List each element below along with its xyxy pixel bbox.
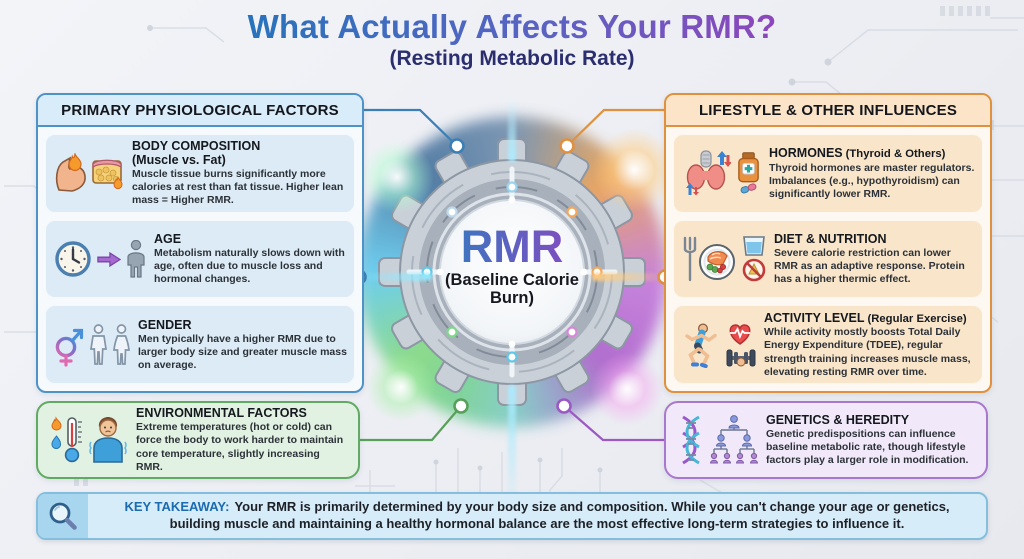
- male-figure-icon: [90, 323, 107, 365]
- page-title: What Actually Affects Your RMR?: [0, 8, 1024, 46]
- panel-lifestyle-other-influences: LIFESTYLE & OTHER INFLUENCES: [664, 93, 992, 393]
- card-body-text: Thyroid hormones are master regulators. …: [769, 161, 975, 200]
- shivering-person-icon: [89, 417, 127, 463]
- card-subtitle: (Thyroid & Others): [845, 147, 946, 160]
- card-title: BODY COMPOSITION: [132, 139, 261, 154]
- card-gender: GENDER Men typically have a higher RMR d…: [45, 305, 355, 385]
- gear-icon: [377, 137, 647, 407]
- beam-top: [508, 96, 516, 162]
- left-panel-header: PRIMARY PHYSIOLOGICAL FACTORS: [38, 95, 362, 127]
- card-title: ENVIRONMENTAL FACTORS: [136, 406, 307, 421]
- clock-icon: [55, 241, 91, 277]
- gender-symbol-icon: [55, 328, 84, 367]
- card-diet-nutrition: DIET & NUTRITION Severe calorie restrict…: [673, 219, 983, 299]
- magnifier-icon: [49, 502, 77, 530]
- flame-icon: [51, 416, 62, 431]
- beam-bottom: [508, 385, 516, 497]
- beam-left: [366, 273, 432, 281]
- takeaway-label: KEY TAKEAWAY:: [124, 499, 230, 515]
- water-glass-icon: [742, 236, 766, 282]
- up-down-arrows-icon: [686, 151, 731, 196]
- female-figure-icon: [113, 323, 130, 365]
- medicine-bottle-icon: [738, 152, 759, 194]
- sparkle-top-left: [360, 140, 434, 214]
- card-body-text: While activity mostly boosts Total Daily…: [764, 326, 971, 378]
- card-body-text: Genetic predispositions can influence ba…: [766, 427, 969, 466]
- card-subtitle: (Muscle vs. Fat): [132, 153, 226, 168]
- card-genetics-heredity: GENETICS & HEREDITY Genetic predispositi…: [664, 401, 988, 479]
- card-title: ACTIVITY LEVEL: [764, 310, 865, 325]
- family-tree-icon: [710, 415, 758, 464]
- water-drop-icon: [51, 435, 62, 449]
- fat-tissue-icon: [92, 159, 123, 190]
- sparkle-bottom-right: [590, 352, 664, 426]
- panel-primary-physiological-factors: PRIMARY PHYSIOLOGICAL FACTORS: [36, 93, 364, 393]
- card-title: DIET & NUTRITION: [774, 231, 887, 246]
- flexed-bicep-icon: [55, 153, 86, 193]
- person-icon: [127, 240, 145, 278]
- card-body-text: Severe calorie restriction can lower RMR…: [774, 246, 965, 286]
- key-takeaway-banner: KEY TAKEAWAY:Your RMR is primarily deter…: [36, 492, 988, 540]
- fork-icon: [683, 236, 697, 282]
- card-environmental-factors: ENVIRONMENTAL FACTORS Extreme temperatur…: [36, 401, 360, 479]
- takeaway-text: Your RMR is primarily determined by your…: [169, 499, 950, 531]
- card-body-text: Extreme temperatures (hot or cold) can f…: [136, 421, 344, 473]
- thyroid-icon: [686, 150, 731, 196]
- card-title: GENDER: [138, 317, 192, 332]
- runner-icon: [685, 323, 717, 368]
- card-activity-level: ACTIVITY LEVEL(Regular Exercise) While a…: [673, 305, 983, 385]
- card-body-text: Men typically have a higher RMR due to l…: [138, 332, 347, 371]
- healthy-plate-icon: [683, 236, 735, 282]
- page-subtitle: (Resting Metabolic Rate): [389, 47, 635, 70]
- card-body-text: Metabolism naturally slows down with age…: [154, 246, 345, 286]
- dumbbell-icon: [726, 349, 756, 367]
- hub-rmr-label: RMR: [432, 224, 592, 269]
- card-title: HORMONES: [769, 145, 843, 160]
- card-body-text: Muscle tissue burns significantly more c…: [132, 168, 344, 207]
- arrow-right-icon: [97, 251, 121, 267]
- dna-icon: [682, 415, 700, 465]
- card-hormones: HORMONES(Thyroid & Others) Thyroid hormo…: [673, 134, 983, 213]
- card-subtitle: (Regular Exercise): [867, 312, 967, 325]
- hub-glow-ring: [357, 117, 667, 427]
- sparkle-bottom-left: [366, 352, 436, 422]
- flame-icon: [113, 177, 123, 190]
- card-body-composition: BODY COMPOSITION (Muscle vs. Fat) Muscle…: [45, 134, 355, 213]
- hub-text: RMR (Baseline Calorie Burn): [432, 224, 592, 307]
- thermometer-icon: [51, 416, 82, 463]
- hub-rmr-sublabel: (Baseline Calorie Burn): [445, 271, 579, 308]
- heartbeat-icon: [729, 323, 751, 345]
- no-junk-food-icon: [742, 258, 766, 282]
- card-title: GENETICS & HEREDITY: [766, 412, 910, 427]
- beam-right: [592, 273, 658, 281]
- card-title: AGE: [154, 231, 182, 246]
- flame-icon: [68, 153, 82, 172]
- right-panel-header: LIFESTYLE & OTHER INFLUENCES: [666, 95, 990, 127]
- card-age: AGE Metabolism naturally slows down with…: [45, 219, 355, 299]
- title-block: What Actually Affects Your RMR? (Resting…: [0, 8, 1024, 71]
